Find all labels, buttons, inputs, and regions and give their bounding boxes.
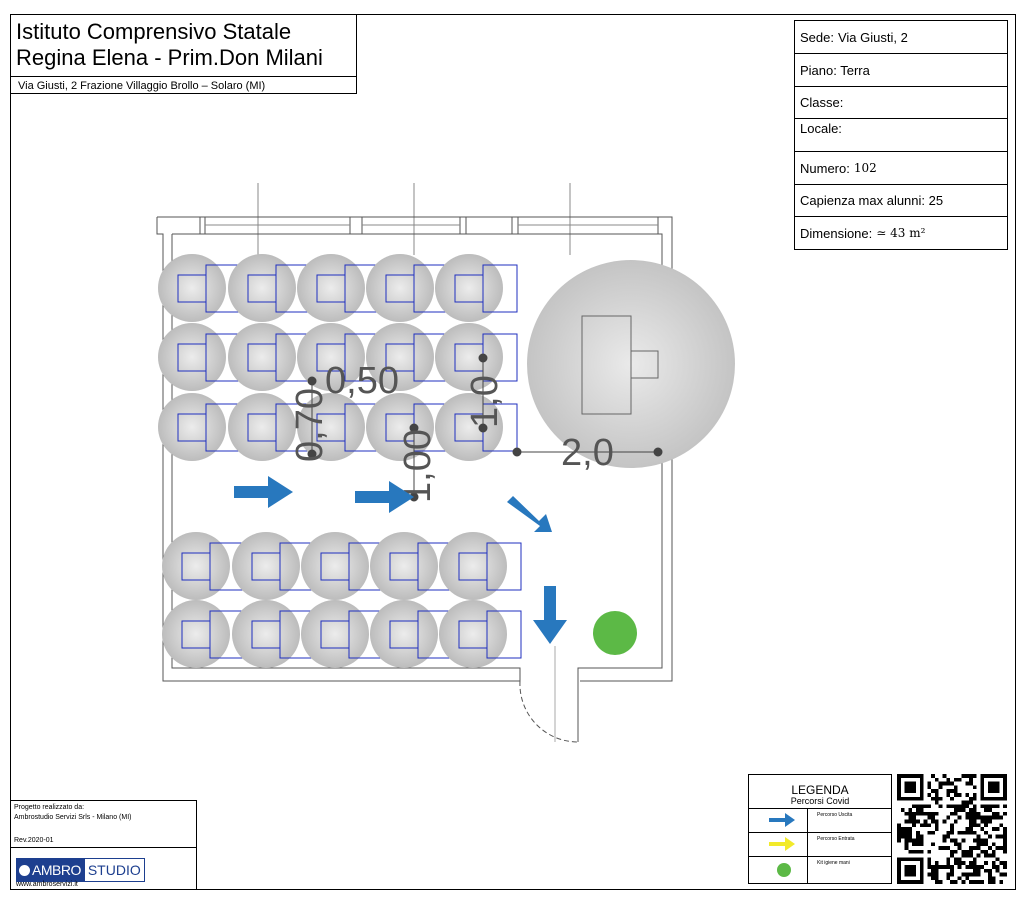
- row-classe: Classe:: [795, 87, 1007, 119]
- distance-circle: [435, 254, 503, 322]
- capienza-text: Capienza max alunni: 25: [800, 193, 944, 208]
- website-link[interactable]: www.ambroservizi.it: [16, 881, 78, 888]
- info-table: Sede: Via Giusti, 2 Piano: Terra Classe:…: [794, 20, 1008, 250]
- exit-arrow-3: [507, 496, 552, 532]
- revision: Rev.2020-01: [14, 837, 54, 844]
- distance-circle: [439, 600, 507, 668]
- student-desks: [158, 254, 522, 668]
- row-piano: Piano: Terra: [795, 54, 1007, 87]
- distance-circle: [162, 600, 230, 668]
- row-numero: Numero: 102: [795, 152, 1007, 185]
- credits-divider: [10, 847, 197, 848]
- dim-070: 0,70: [289, 388, 331, 462]
- distance-circle: [158, 393, 226, 461]
- numero-value: 102: [853, 161, 877, 175]
- dimensione-value: ≃ 43 m²: [876, 226, 926, 240]
- exit-arrow-4: [533, 586, 567, 644]
- legend: LEGENDA Percorsi Covid Percorso Uscita P…: [748, 774, 892, 884]
- row-dimensione: Dimensione: ≃ 43 m²: [795, 217, 1007, 249]
- distance-circle: [228, 323, 296, 391]
- student-desk: [486, 542, 522, 591]
- distance-circle: [232, 600, 300, 668]
- legend-label-exit: Percorso Uscita: [817, 812, 853, 818]
- credits-line-1: Progetto realizzato da:: [14, 804, 85, 811]
- dim-20: 2,0: [561, 432, 614, 474]
- distance-circle: [370, 532, 438, 600]
- legend-subtitle: Percorsi Covid: [790, 796, 850, 806]
- distance-circle: [158, 323, 226, 391]
- hygiene-kit-marker: [593, 611, 637, 655]
- dim-100b: 1,0: [464, 375, 506, 428]
- locale-text: Locale:: [800, 121, 842, 136]
- legend-hygiene-kit-icon: [777, 863, 791, 877]
- legend-label-entry: Percorso Entrata: [817, 836, 855, 842]
- title-line-1: Istituto Comprensivo Statale: [16, 19, 292, 44]
- student-desk: [482, 264, 518, 313]
- legend-column-divider: [807, 808, 808, 884]
- title-divider: [10, 76, 357, 77]
- distance-circle: [370, 600, 438, 668]
- window-guides: [257, 183, 571, 255]
- distance-circle: [297, 323, 365, 391]
- legend-title: LEGENDA: [791, 783, 849, 797]
- distance-circle: [366, 254, 434, 322]
- sede-value: Via Giusti, 2: [837, 29, 908, 45]
- distance-circle: [366, 323, 434, 391]
- legend-divider-3: [749, 856, 891, 857]
- exit-arrow-2: [355, 481, 414, 513]
- distance-circle: [297, 393, 365, 461]
- legend-label-kit: Kit igiene mani: [817, 860, 850, 866]
- distance-circle: [435, 393, 503, 461]
- distance-circle: [158, 254, 226, 322]
- credits-line-2: Ambrostudio Servizi Srls - Milano (MI): [14, 814, 132, 821]
- distance-circle: [297, 254, 365, 322]
- student-desk: [486, 610, 522, 659]
- distance-circle: [301, 532, 369, 600]
- legend-divider-1: [749, 808, 891, 809]
- exit-arrow-1: [234, 476, 293, 508]
- distance-circle: [435, 323, 503, 391]
- logo-part-1: AMBRO: [32, 862, 81, 878]
- distance-circle: [162, 532, 230, 600]
- piano-text: Piano: Terra: [800, 62, 870, 78]
- school-address: Via Giusti, 2 Frazione Villaggio Brollo …: [18, 80, 266, 92]
- exit-arrows: [234, 476, 567, 644]
- classe-text: Classe:: [800, 95, 844, 110]
- distance-circle: [228, 393, 296, 461]
- logo-part-2: STUDIO: [84, 859, 144, 881]
- teacher-chair: [630, 350, 659, 379]
- title-block: Istituto Comprensivo Statale Regina Elen…: [10, 14, 357, 94]
- distance-circle: [366, 393, 434, 461]
- row-locale: Locale:: [795, 119, 1007, 152]
- dimensione-label: Dimensione:: [800, 225, 873, 241]
- dimension-labels: 0,50 0,70 1,00 1,0 2,0: [289, 360, 614, 503]
- drawing-frame: [10, 14, 1016, 890]
- title-line-2: Regina Elena - Prim.Don Milani: [16, 45, 323, 70]
- distance-circle: [439, 532, 507, 600]
- numero-label: Numero:: [800, 160, 850, 176]
- qr-code: [897, 774, 1007, 884]
- row-sede: Sede: Via Giusti, 2: [795, 21, 1007, 54]
- sede-label: Sede:: [800, 29, 834, 45]
- row-capienza: Capienza max alunni: 25: [795, 185, 1007, 217]
- room-walls: [156, 216, 673, 743]
- legend-symbols: [769, 813, 795, 877]
- credits-block: Progetto realizzato da: Ambrostudio Serv…: [10, 800, 197, 890]
- distance-circle: [232, 532, 300, 600]
- sun-icon: [19, 864, 30, 876]
- distance-circle: [301, 600, 369, 668]
- legend-entry-arrow-icon: [769, 837, 795, 851]
- ambrostudio-logo: AMBRO STUDIO: [16, 858, 145, 882]
- legend-exit-arrow-icon: [769, 813, 795, 827]
- distance-circle: [228, 254, 296, 322]
- dim-050: 0,50: [325, 360, 399, 402]
- dimension-lines: [307, 353, 663, 502]
- legend-divider-2: [749, 832, 891, 833]
